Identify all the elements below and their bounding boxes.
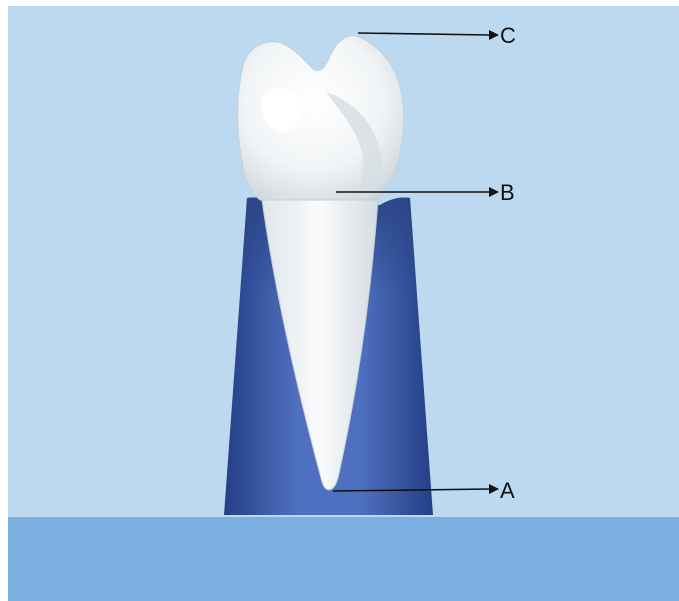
background-ground [8, 517, 679, 601]
label-c: C [500, 23, 516, 48]
label-b: B [500, 180, 515, 205]
label-a: A [500, 478, 515, 503]
